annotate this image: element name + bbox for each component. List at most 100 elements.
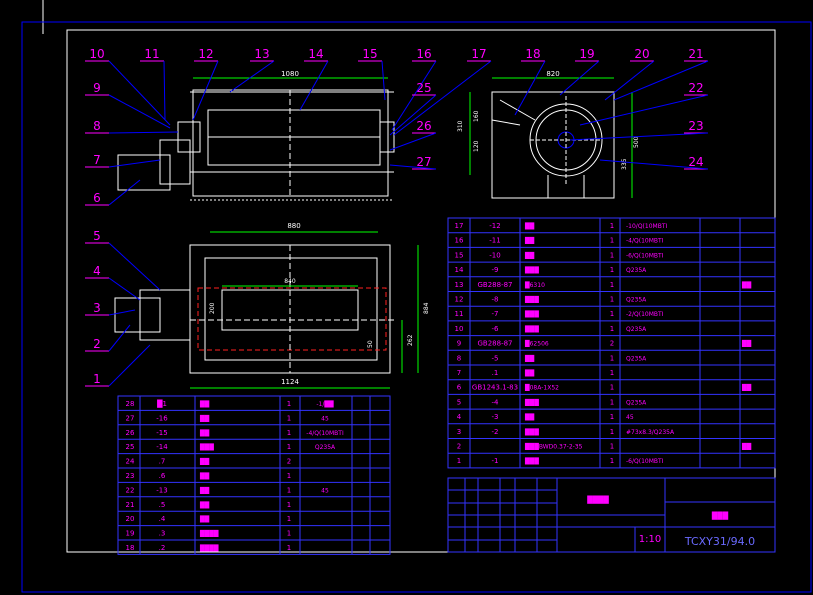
table-left-qty: 1: [287, 515, 291, 523]
table-right-name: ██: [524, 237, 535, 245]
plan-drum: [197, 287, 387, 351]
balloon-18: 18: [525, 47, 540, 61]
balloon-19: 19: [579, 47, 594, 61]
table-right-material: -2/Q(10MBTI: [626, 311, 664, 318]
balloon-16: 16: [416, 47, 431, 61]
table-right-no: 4: [457, 413, 462, 421]
table-right-no: 15: [455, 251, 464, 259]
table-right-material: -4/Q(10MBTI: [626, 238, 664, 245]
table-right-name: ██: [524, 251, 535, 259]
table-left-no: 20: [126, 515, 135, 523]
balloon-27: 27: [416, 155, 431, 169]
table-left-qty: 2: [287, 458, 291, 466]
dim-side-h3-label: 120: [473, 140, 480, 152]
table-right-note: ██: [741, 443, 752, 451]
table-right-qty: 1: [610, 222, 614, 230]
table-right-note: ██: [741, 281, 752, 289]
table-right-material: -6/Q(10MBTI: [626, 458, 664, 465]
table-left-code: .2: [159, 544, 166, 552]
table-left-qty: 1: [287, 429, 291, 437]
table-right-code: -6: [492, 325, 500, 333]
balloon-2: 2: [93, 337, 101, 351]
table-right-qty: 1: [610, 266, 614, 274]
balloon-leader: [229, 60, 275, 93]
dim-side-h1-label: 310: [457, 120, 464, 132]
balloon-leader: [604, 60, 655, 101]
table-right-no: 3: [457, 428, 461, 436]
motor-front: [117, 154, 171, 191]
table-left-no: 18: [126, 544, 135, 552]
plan-inner: [204, 257, 378, 361]
table-right-no: 2: [457, 443, 461, 451]
balloon-12: 12: [198, 47, 213, 61]
balloon-leader: [108, 324, 131, 352]
title-company: ███: [711, 511, 729, 520]
table-right-name: ██: [524, 222, 535, 230]
table-right-no: 1: [457, 457, 461, 465]
table-right-material: 45: [626, 414, 634, 421]
table-right-qty: 1: [610, 384, 614, 392]
table-right-code: -7: [492, 310, 499, 318]
table-right-material: #73x8.3/Q235A: [626, 429, 675, 436]
balloon-11: 11: [144, 47, 159, 61]
balloon-15: 15: [362, 47, 377, 61]
balloon-leader: [299, 60, 329, 111]
balloon-23: 23: [688, 119, 703, 133]
table-left-name: ██: [199, 515, 210, 523]
balloon-20: 20: [634, 47, 649, 61]
balloon-leader: [108, 94, 171, 129]
table-left-no: 22: [126, 486, 135, 494]
table-left-code: .4: [159, 515, 166, 523]
table-left-no: 27: [126, 414, 135, 422]
table-right-code: .1: [492, 369, 499, 377]
balloon-leader: [613, 60, 709, 101]
table-right-name: ███BWD0.37-2-35: [524, 443, 583, 451]
table-right-name: █6310: [524, 281, 545, 289]
table-right-material: Q235A: [626, 267, 647, 274]
balloon-leader: [393, 60, 492, 136]
title-part-name: ████: [586, 495, 609, 504]
table-right-name: ███: [524, 266, 539, 274]
balloon-leader: [381, 60, 386, 101]
balloon-7: 7: [93, 153, 101, 167]
balloon-leader: [599, 159, 709, 170]
table-right-qty: 1: [610, 281, 614, 289]
table-left-code: -14: [156, 443, 168, 451]
table-right-name: █08A-1X52: [524, 384, 559, 392]
table-right-code: -9: [492, 266, 499, 274]
table-right-qty: 1: [610, 354, 614, 362]
table-left-code: -16: [156, 414, 168, 422]
table-right-code: -11: [489, 237, 500, 245]
balloon-leader: [108, 159, 161, 168]
dim-plan-bottom-label: 1124: [281, 378, 299, 386]
balloon-9: 9: [93, 81, 101, 95]
table-right-no: 5: [457, 398, 461, 406]
table-right-qty: 1: [610, 369, 614, 377]
table-right-qty: 1: [610, 237, 614, 245]
table-right-no: 16: [455, 237, 464, 245]
table-right-no: 9: [457, 340, 461, 348]
table-right-qty: 1: [610, 457, 614, 465]
table-right-material: -6/Q(10MBTI: [626, 252, 664, 259]
table-right-name: ███: [524, 325, 539, 333]
balloon-leader: [108, 60, 171, 126]
table-left-name: ████: [199, 530, 219, 538]
table-right-qty: 1: [610, 428, 614, 436]
title-scale: 1:10: [639, 534, 661, 545]
table-left-qty: 1: [287, 414, 291, 422]
table-right-qty: 1: [610, 310, 614, 318]
balloon-leader: [108, 344, 151, 387]
balloon-leader: [389, 164, 437, 170]
table-right-code: -1: [492, 457, 499, 465]
dim-side-right2-label: 335: [621, 158, 628, 170]
balloon-leader: [559, 60, 600, 96]
table-right-material: Q235A: [626, 326, 647, 333]
table-right-no: 6: [457, 384, 462, 392]
balloon-leader: [108, 309, 136, 316]
table-right-qty: 2: [610, 340, 614, 348]
front-bearing-right: [379, 121, 395, 153]
table-left-no: 28: [126, 400, 135, 408]
table-left-qty: 1: [287, 544, 291, 552]
table-right-code: -3: [492, 413, 499, 421]
